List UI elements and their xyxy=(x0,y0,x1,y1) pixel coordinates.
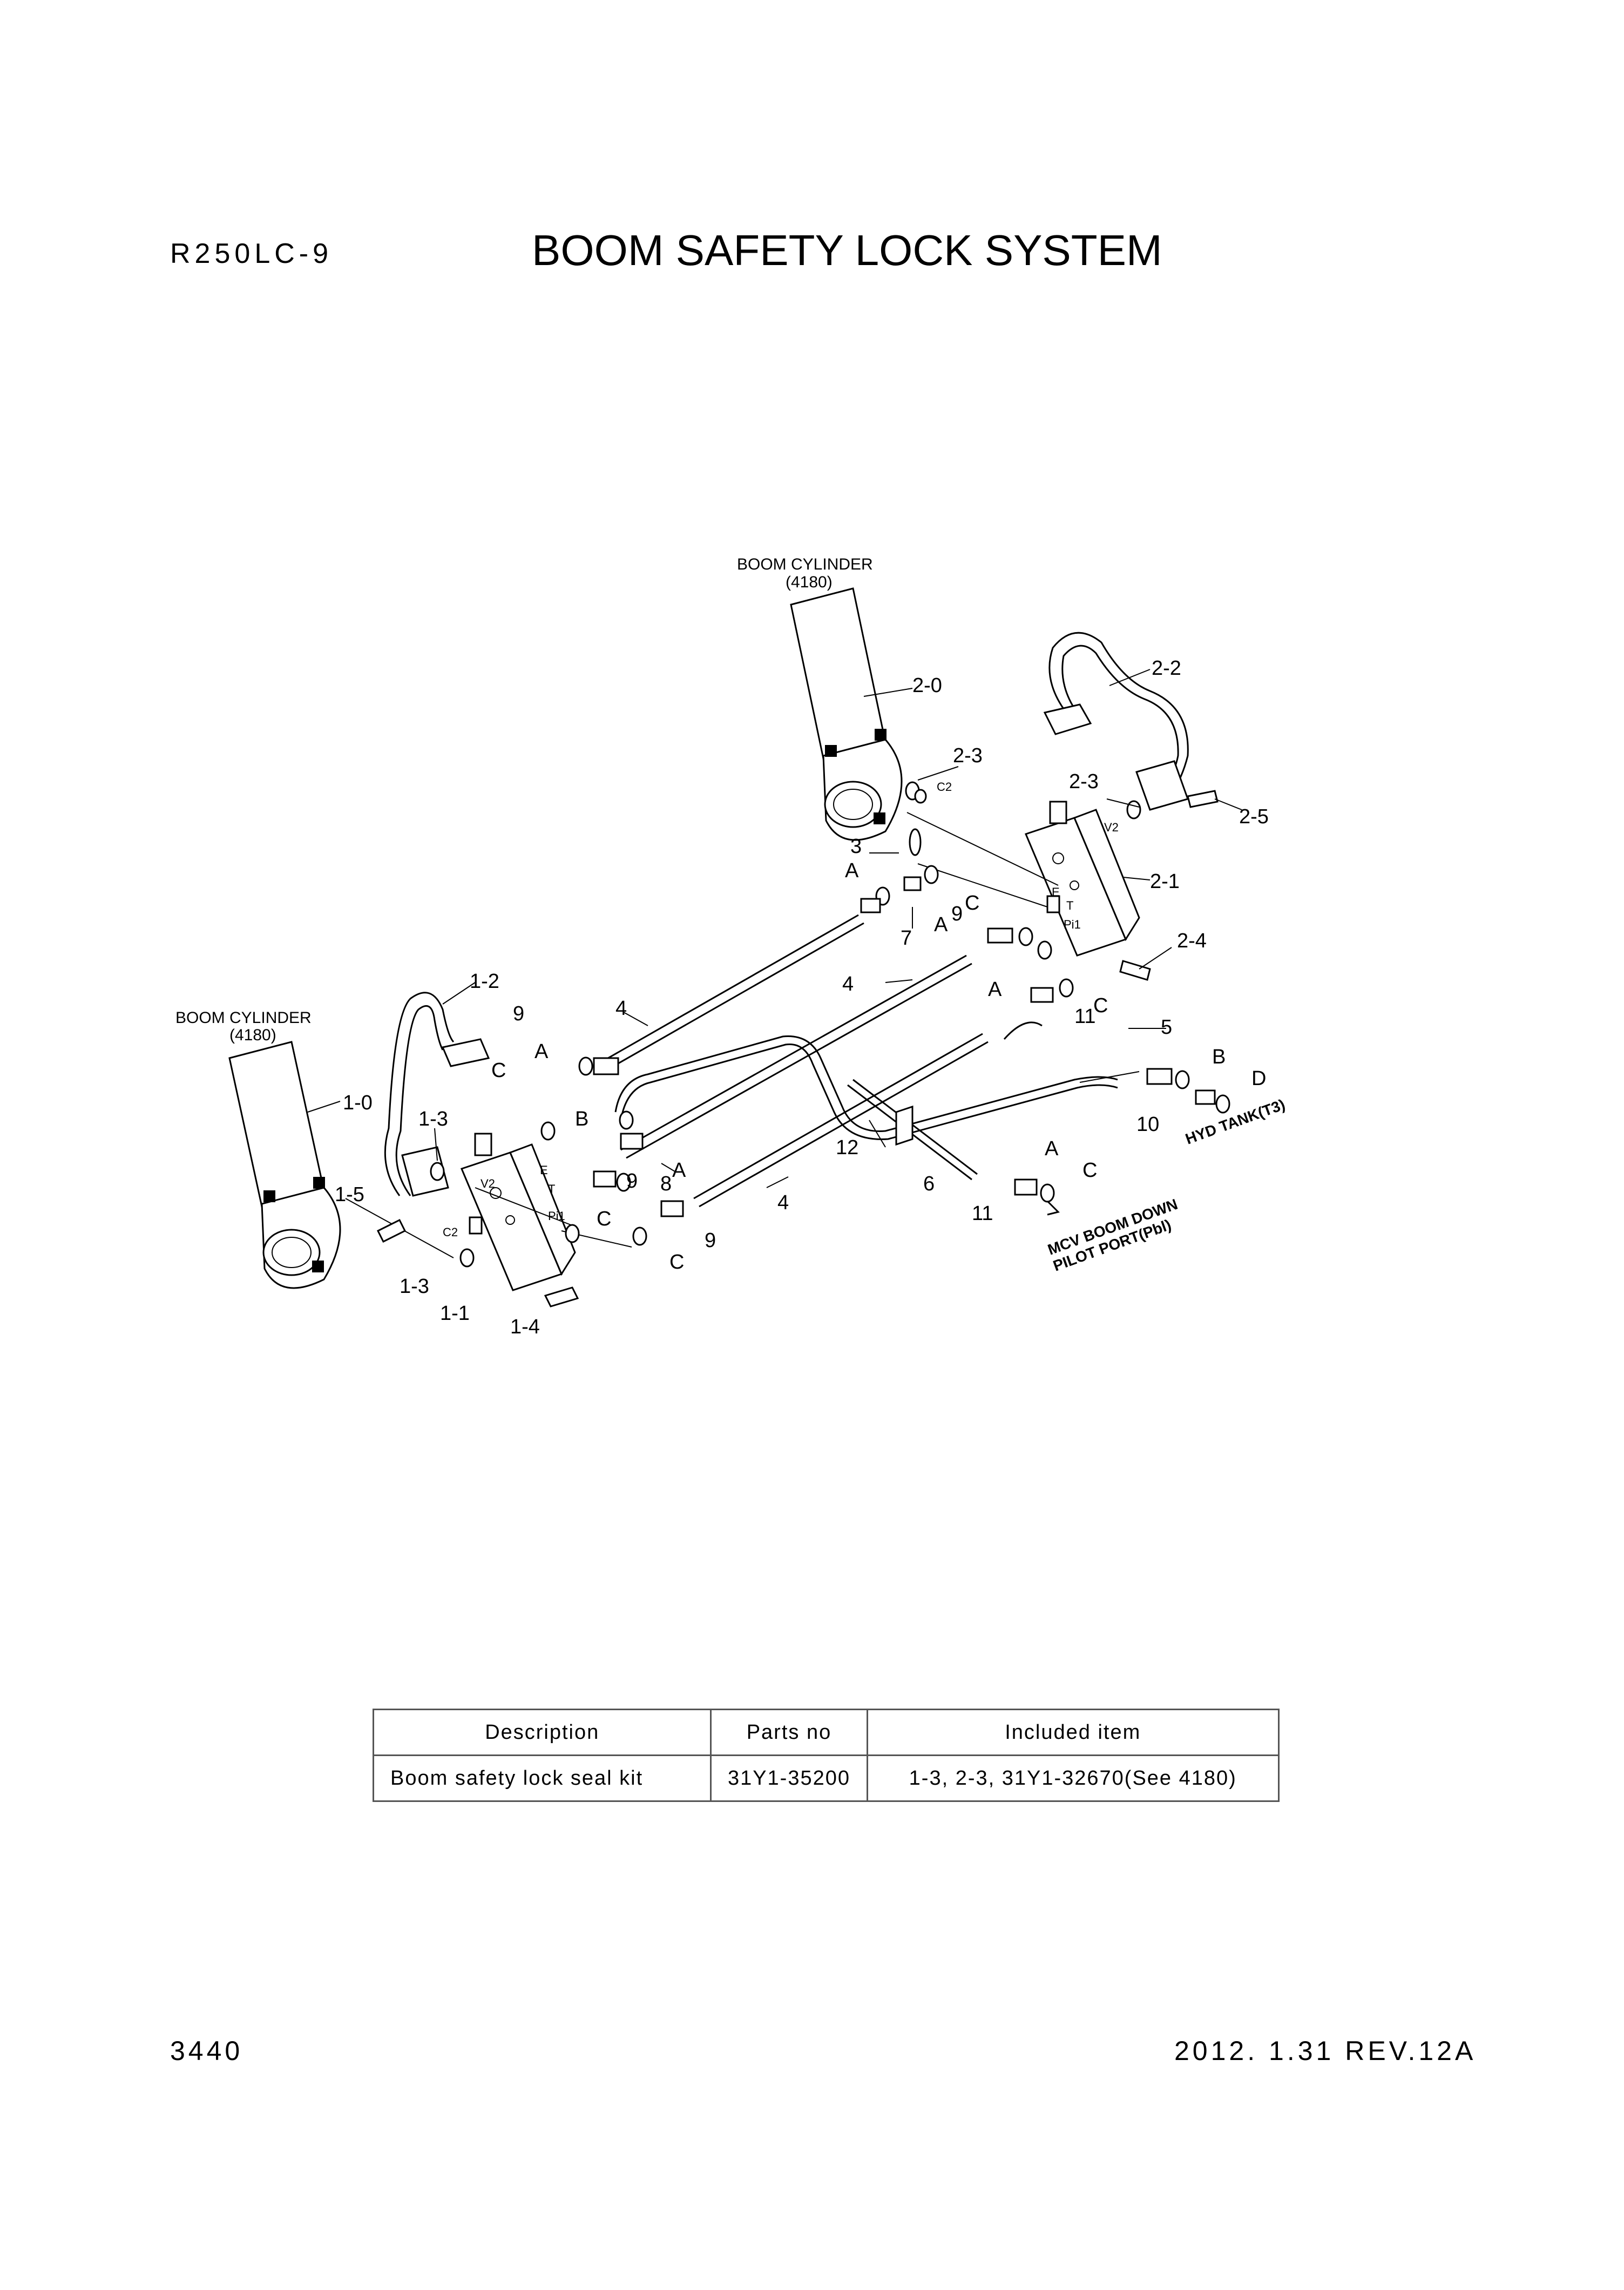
column-header: Parts no xyxy=(710,1709,868,1756)
callout-c-1: C xyxy=(965,892,979,914)
callout-2-3-b: 2-3 xyxy=(1069,770,1099,793)
callout-5: 5 xyxy=(1161,1016,1172,1039)
callout-2-3-a: 2-3 xyxy=(953,744,983,767)
callout-10: 10 xyxy=(1136,1113,1159,1136)
fittings xyxy=(376,781,1230,1307)
safety-valve-right xyxy=(1024,801,1140,957)
seal-kit-table: Description Parts no Included item Boom … xyxy=(372,1709,1280,1802)
callout-8: 8 xyxy=(660,1173,672,1195)
column-header: Description xyxy=(372,1709,712,1756)
callout-11-b: 11 xyxy=(972,1202,993,1225)
table-cell-description: Boom safety lock seal kit xyxy=(372,1754,712,1802)
callout-7: 7 xyxy=(901,927,912,950)
boom-cylinder-left-number: (4180) xyxy=(229,1026,276,1044)
callout-1-5: 1-5 xyxy=(335,1183,364,1206)
boom-cylinder-right-number: (4180) xyxy=(786,573,833,591)
callout-12: 12 xyxy=(836,1136,858,1159)
callout-c-2: C xyxy=(1093,994,1108,1017)
port-e-right: E xyxy=(1052,885,1060,899)
port-c2-left: C2 xyxy=(443,1225,458,1239)
callout-1-0: 1-0 xyxy=(343,1092,373,1114)
table-cell-parts-no: 31Y1-35200 xyxy=(710,1754,868,1802)
callout-2-5: 2-5 xyxy=(1239,805,1269,828)
port-pi1-right: Pi1 xyxy=(1064,918,1081,931)
callout-9-d: 9 xyxy=(951,903,963,925)
pipe-2-2 xyxy=(1043,632,1189,811)
callout-c-6: C xyxy=(1082,1159,1097,1182)
callout-11-a: 11 xyxy=(1074,1005,1095,1028)
callout-b-1: B xyxy=(575,1108,588,1130)
callout-3: 3 xyxy=(850,835,862,858)
callout-4-b: 4 xyxy=(842,973,854,995)
port-t-right: T xyxy=(1066,899,1073,912)
boom-cylinder-right-label: BOOM CYLINDER xyxy=(737,555,873,573)
callout-9-b: 9 xyxy=(626,1170,638,1193)
callout-2-0: 2-0 xyxy=(912,674,942,697)
column-header: Included item xyxy=(866,1709,1280,1756)
callout-9-a: 9 xyxy=(513,1002,524,1025)
revision-date: 2012. 1.31 REV.12A xyxy=(1174,2036,1477,2066)
callout-a-5: A xyxy=(672,1159,686,1182)
table-header-row: Description Parts no Included item xyxy=(372,1709,1280,1756)
callout-9-c: 9 xyxy=(705,1229,716,1252)
callout-c-4: C xyxy=(597,1208,611,1230)
port-e-left: E xyxy=(540,1163,548,1177)
callout-d: D xyxy=(1251,1067,1266,1090)
callout-4-a: 4 xyxy=(615,997,627,1020)
pipe-1-2 xyxy=(384,992,490,1197)
port-t-left: T xyxy=(548,1182,555,1196)
table-row: Boom safety lock seal kit 31Y1-35200 1-3… xyxy=(372,1754,1280,1802)
callout-a-4: A xyxy=(534,1040,549,1063)
callout-2-1: 2-1 xyxy=(1150,870,1180,893)
callout-c-3: C xyxy=(491,1059,506,1082)
model-name: R250LC-9 xyxy=(170,238,333,269)
table-cell-included-item: 1-3, 2-3, 31Y1-32670(See 4180) xyxy=(866,1754,1280,1802)
callout-1-3-b: 1-3 xyxy=(400,1275,429,1298)
callout-4-c: 4 xyxy=(777,1191,789,1214)
callout-c-5: C xyxy=(669,1251,684,1273)
boom-cylinder-right xyxy=(790,587,903,841)
callout-2-2: 2-2 xyxy=(1152,657,1181,680)
callout-2-4: 2-4 xyxy=(1177,930,1207,952)
callout-6: 6 xyxy=(923,1173,935,1195)
callout-1-1: 1-1 xyxy=(440,1302,470,1325)
leader-lines xyxy=(307,669,1242,1188)
boom-cylinder-left-label: BOOM CYLINDER xyxy=(175,1009,312,1027)
port-c2-right: C2 xyxy=(937,780,952,794)
callout-1-3-a: 1-3 xyxy=(418,1108,448,1130)
callout-a-2: A xyxy=(934,913,948,936)
port-pi1-left: Pi1 xyxy=(548,1209,565,1223)
port-v2-left: V2 xyxy=(481,1177,495,1190)
port-v2-right: V2 xyxy=(1104,821,1119,834)
safety-valve-left xyxy=(460,1133,576,1291)
boom-cylinder-left xyxy=(228,1041,341,1289)
callout-b-2: B xyxy=(1212,1046,1226,1068)
hoses xyxy=(345,812,1118,1258)
callout-a-6: A xyxy=(1045,1137,1059,1160)
callout-1-2: 1-2 xyxy=(470,970,499,993)
page-title: BOOM SAFETY LOCK SYSTEM xyxy=(532,226,1162,274)
callout-a-1: A xyxy=(845,859,859,882)
callout-a-3: A xyxy=(988,978,1002,1001)
parts-diagram: BOOM CYLINDER (4180) BOOM CYLINDER (4180… xyxy=(175,555,1287,1338)
callout-1-4: 1-4 xyxy=(510,1316,540,1338)
page-number: 3440 xyxy=(170,2036,243,2066)
